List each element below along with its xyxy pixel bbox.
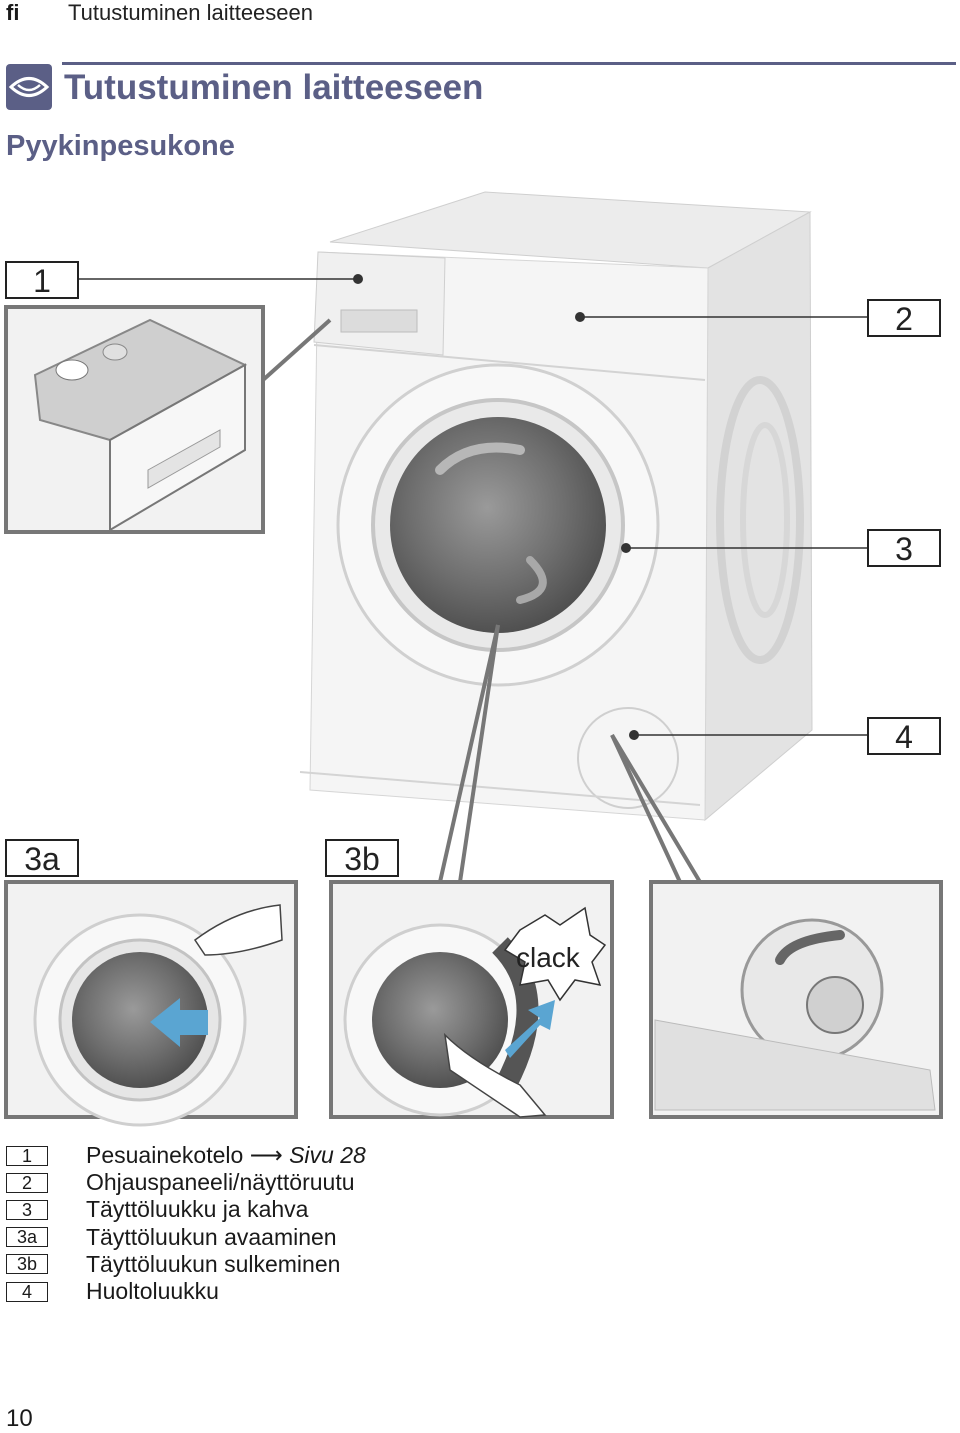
callout-4-box: [867, 717, 941, 755]
legend-number: 3a: [6, 1227, 48, 1248]
legend-label: Täyttöluukun sulkeminen: [86, 1250, 341, 1277]
callout-1-box: [5, 261, 79, 299]
callout-1-dot: [353, 274, 363, 284]
callout-2-box: [867, 299, 941, 337]
machine-body: [299, 191, 813, 822]
legend-item: 3b Täyttöluukun sulkeminen: [6, 1251, 366, 1278]
section-rule: [62, 62, 956, 65]
callout-3-dot: [621, 543, 631, 553]
callout-3-box: [867, 529, 941, 567]
callout-3a-box: [5, 839, 79, 877]
arrow-close-icon: [505, 1000, 555, 1058]
legend-label: Huoltoluukku: [86, 1278, 219, 1305]
legend-item: 3a Täyttöluukun avaaminen: [6, 1224, 366, 1251]
language-code: fi: [6, 0, 20, 25]
legend-number: 3b: [6, 1254, 48, 1275]
callout-1-label: 1: [33, 263, 51, 299]
callout-3b-label: 3b: [344, 841, 380, 877]
eye-icon: [6, 64, 52, 110]
arrow-open-icon: [150, 998, 208, 1047]
callout-2-label: 2: [895, 301, 913, 337]
legend: 1 Pesuainekotelo ⟶ Sivu 28 2 Ohjauspanee…: [6, 1142, 366, 1305]
legend-label: Pesuainekotelo: [86, 1142, 244, 1169]
clack-text: clack: [516, 942, 581, 973]
legend-item: 2 Ohjauspaneeli/näyttöruutu: [6, 1169, 366, 1196]
callout-2-dot: [575, 312, 585, 322]
page-number: 10: [6, 1405, 33, 1432]
legend-label: Ohjauspaneeli/näyttöruutu: [86, 1169, 355, 1196]
callout-3a-label: 3a: [24, 841, 60, 877]
legend-label: Täyttöluukun avaaminen: [86, 1223, 337, 1250]
washing-machine-illustration: clack 1 2 3 4 3a 3b: [4, 191, 943, 1127]
legend-item: 4 Huoltoluukku: [6, 1278, 366, 1305]
legend-item: 1 Pesuainekotelo ⟶ Sivu 28: [6, 1142, 366, 1169]
detergent-drawer: [33, 318, 248, 532]
callout-3-label: 3: [895, 531, 913, 567]
cross-reference[interactable]: Sivu 28: [289, 1142, 366, 1169]
legend-number: 2: [6, 1172, 48, 1193]
subsection-title: Pyykinpesukone: [6, 130, 235, 162]
running-header: Tutustuminen laitteeseen: [68, 0, 313, 25]
legend-number: 3: [6, 1199, 48, 1220]
legend-item: 3 Täyttöluukku ja kahva: [6, 1196, 366, 1223]
legend-number: 4: [6, 1281, 48, 1302]
callout-4-dot: [629, 730, 639, 740]
legend-number: 1: [6, 1145, 48, 1166]
clack-burst: [503, 906, 607, 1002]
legend-label: Täyttöluukku ja kahva: [86, 1196, 309, 1223]
callout-3b-box: [325, 839, 399, 877]
cross-reference-arrow: ⟶: [249, 1142, 283, 1169]
section-title: Tutustuminen laitteeseen: [64, 68, 484, 107]
callout-4-label: 4: [895, 719, 913, 755]
